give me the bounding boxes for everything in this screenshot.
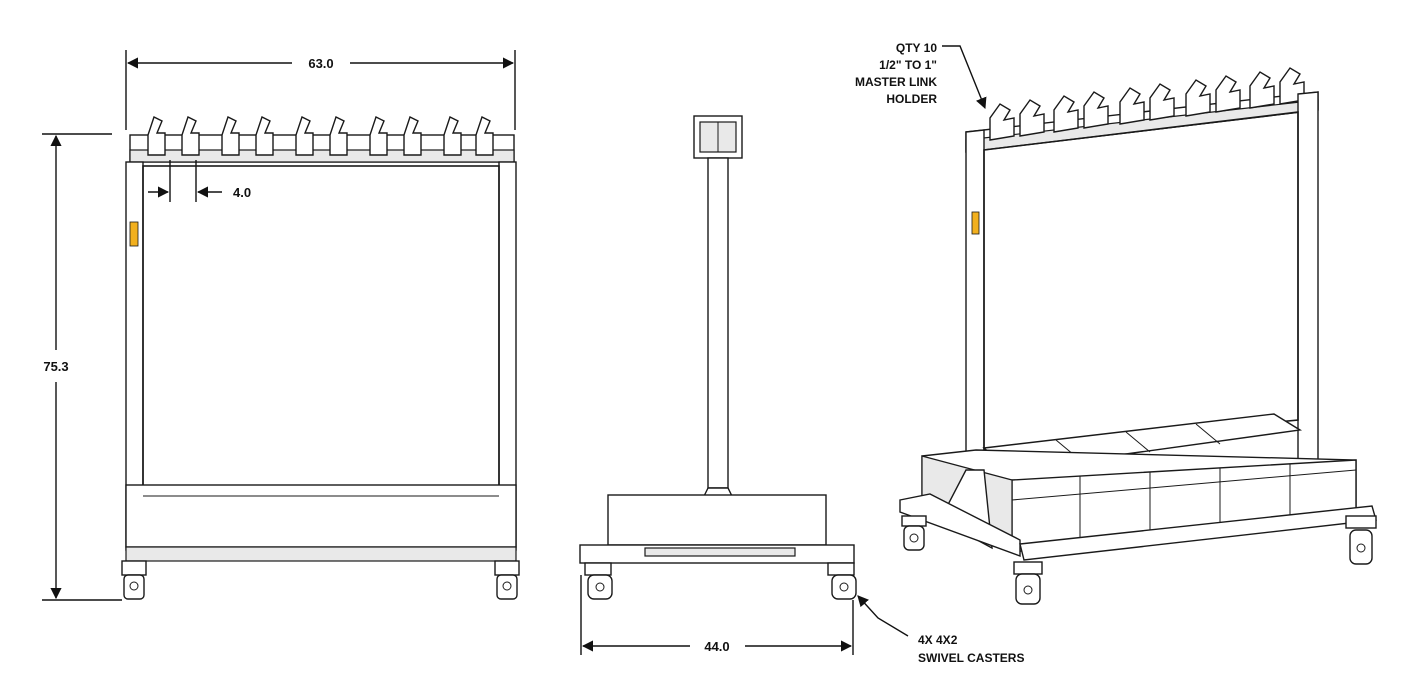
base-dimension-label: 44.0 [704,639,729,654]
link-holder-hooks [989,67,1305,141]
height-dimension-label: 75.3 [43,359,68,374]
caster-callout-line-1: 4X 4X2 [918,633,958,647]
safety-label-icon [971,211,980,235]
caster-callout-line-2: SWIVEL CASTERS [918,651,1024,665]
isometric-view: QTY 10 1/2" TO 1" MASTER LINK HOLDER [855,41,1377,605]
caster-icon [1345,515,1377,565]
holder-callout-line-1: QTY 10 [896,41,937,55]
front-view: 63.0 75.3 4.0 [42,50,520,601]
caster-icon [1013,561,1043,605]
width-dimension-label: 63.0 [308,56,333,71]
side-view: 44.0 4X 4X2 SWIVEL CASTERS [579,115,1024,665]
spacing-dimension-label: 4.0 [233,185,251,200]
safety-label-icon [129,221,139,247]
caster-icon [494,560,520,600]
caster-icon [901,515,927,551]
caster-icon [584,562,613,600]
holder-callout-line-2: 1/2" TO 1" [879,58,937,72]
caster-icon [121,560,147,600]
caster-icon [827,562,857,600]
holder-callout-line-4: HOLDER [886,92,937,106]
holder-callout-line-3: MASTER LINK [855,75,937,89]
link-holder-hooks [147,116,494,156]
